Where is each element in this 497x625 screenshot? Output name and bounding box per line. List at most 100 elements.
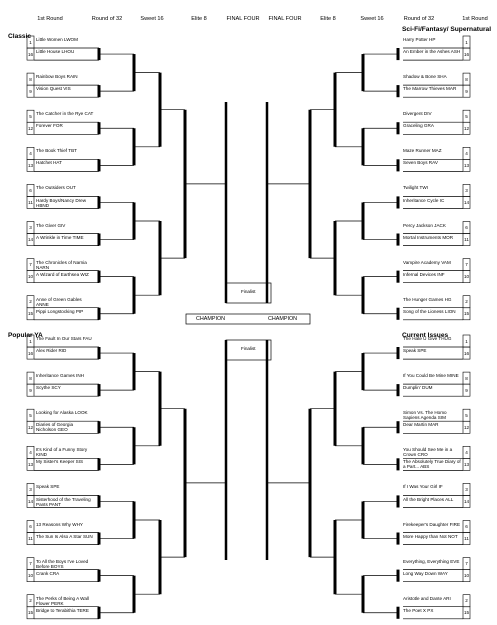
team-name[interactable]: Little Women LWOM [36, 37, 78, 42]
team-name[interactable]: Song of the Lioness LION [403, 308, 456, 314]
seed-box [26, 495, 35, 508]
team-name[interactable]: Inheritance Cycle IC [403, 197, 445, 203]
team-name[interactable]: Mortal Instruments MOR [403, 234, 454, 240]
seed-box [462, 270, 471, 284]
seed-box [26, 196, 35, 209]
seed-number: 13 [463, 162, 470, 168]
seed-number: 3 [29, 486, 32, 492]
team-name[interactable]: Forever FOR [36, 123, 63, 129]
team-name[interactable]: Looking for Alaska LOOK [36, 410, 88, 416]
seed-box [462, 307, 471, 321]
team-name[interactable]: The Book Thief TBT [36, 148, 77, 154]
seed-number: 5 [29, 412, 32, 418]
team-name[interactable]: Pippi Longstocking PIP [36, 308, 84, 314]
seed-number: 11 [464, 237, 469, 243]
team-name[interactable]: Seven Boys RAV [403, 160, 438, 166]
seed-box [462, 383, 471, 397]
team-name[interactable]: Aristotle and Dante ARI [403, 595, 451, 601]
team-name[interactable]: Long Way Down WAY [403, 570, 448, 576]
team-name[interactable]: Harry Potter HP [403, 37, 436, 42]
team-name[interactable]: Alex Rider RID [36, 348, 67, 354]
seed-number: 16 [463, 51, 470, 57]
team-name[interactable]: The Giver GIV [36, 222, 66, 228]
seed-number: 8 [29, 76, 32, 82]
seed-number: 1 [465, 39, 468, 45]
seed-number: 1 [465, 338, 468, 344]
team-name[interactable]: Simon Vs. The Homo Sapiens Agenda SIM [403, 410, 447, 421]
team-name[interactable]: An Ember in the Ashes ASH [403, 49, 461, 55]
seed-number: 5 [465, 412, 468, 418]
seed-number: 13 [27, 461, 34, 467]
round-header: Sweet 16 [360, 16, 384, 22]
team-name[interactable]: Vision Quest VIS [36, 86, 71, 92]
team-name[interactable]: Shadow & Bone SHA [403, 74, 447, 80]
team-name[interactable]: Everything, Everything EVE [403, 558, 460, 564]
team-name[interactable]: The Absolutely True Diary of a Part... A… [403, 459, 461, 470]
seed-box [462, 47, 471, 61]
team-name[interactable]: Speak SPE [403, 348, 427, 354]
team-name[interactable]: Hatchet HAT [36, 160, 62, 166]
team-name[interactable]: Vampire Academy VAM [403, 259, 451, 265]
team-name[interactable]: Sisterhood of the Traveling Pants PANT [36, 496, 91, 507]
team-name[interactable]: Dumplin' DUM [403, 385, 433, 391]
team-name[interactable]: Graceling GRA [403, 123, 434, 129]
team-name[interactable]: Rainbow Boys RAIN [36, 74, 78, 80]
team-name[interactable]: A Wizard of Earthsea WIZ [36, 271, 89, 277]
team-name[interactable]: The Poet X PX [403, 607, 434, 613]
seed-box [462, 122, 471, 135]
team-name[interactable]: Speak SPE [36, 484, 60, 490]
team-name[interactable]: Maze Runner MAZ [403, 148, 442, 154]
team-name[interactable]: 13 Reasons Why WHY [36, 521, 83, 527]
team-name[interactable]: Scythe SCY [36, 385, 61, 391]
seed-number: 5 [465, 113, 468, 119]
team-name[interactable]: You Should See Me in a Crown CRO [403, 447, 453, 458]
seed-number: 10 [27, 274, 34, 280]
team-name[interactable]: The Hunger Games HG [403, 296, 452, 302]
seed-box [462, 233, 471, 246]
seed-number: 11 [28, 536, 33, 542]
team-name[interactable]: Divergent DIV [403, 111, 432, 117]
finalist-label: Finalist [241, 346, 256, 351]
team-name[interactable]: More Happy than Not NOT [403, 533, 458, 539]
team-name[interactable]: A Wrinkle in Time TIME [36, 234, 84, 240]
seed-number: 9 [465, 88, 468, 94]
team-name[interactable]: Crank CRA [36, 570, 60, 576]
team-name[interactable]: Bridge to Terabithia TERE [36, 607, 89, 613]
seed-number: 8 [465, 76, 468, 82]
team-name[interactable]: The Perks of Being A Wall Flower PERK [36, 595, 89, 606]
team-name[interactable]: Dear Martin MAR [403, 422, 439, 428]
team-name[interactable]: Diaries of Georgia Nicholson GEO [36, 422, 74, 433]
team-name[interactable]: The Outsiders OUT [36, 185, 76, 191]
team-name[interactable]: Infernal Devices INF [403, 271, 445, 277]
team-name[interactable]: Anne of Green Gables ANNE [36, 296, 82, 307]
seed-number: 11 [28, 200, 33, 205]
team-name[interactable]: If You Could Be Mine MINE [403, 373, 459, 379]
team-name[interactable]: My Sister's Keeper SIS [36, 459, 84, 465]
team-name[interactable]: The Hate U Give THUG [403, 336, 452, 341]
team-name[interactable]: The Fault In Our Stars FAU [36, 336, 92, 341]
seed-number: 7 [465, 262, 468, 268]
team-name[interactable]: To All the Boys I've Loved Before BOYS [36, 558, 89, 569]
team-name[interactable]: Twilight TWI [403, 185, 428, 191]
seed-number: 7 [29, 561, 32, 567]
team-name[interactable]: The Catcher in the Rye CAT [36, 111, 94, 117]
team-name[interactable]: All the Bright Places ALL [403, 496, 454, 502]
seed-number: 15 [463, 610, 470, 616]
team-name[interactable]: The Sun Is Also A Star SUN [36, 533, 93, 539]
team-name[interactable]: Firekeeper's Daughter FIRE [403, 521, 461, 527]
team-name[interactable]: Hardy Boys/Nancy Drew HBND [36, 197, 87, 208]
team-name[interactable]: It's Kind of a Funny Story KIND [36, 447, 88, 458]
seed-box [26, 606, 35, 620]
team-name[interactable]: Percy Jackson JACK [403, 222, 446, 228]
seed-box [26, 47, 35, 61]
seed-box [462, 569, 471, 583]
team-name[interactable]: The Marrow Thieves MAR [403, 86, 457, 92]
team-name[interactable]: Little House LHOU [36, 49, 75, 55]
team-name[interactable]: The Chronicles of Narnia NARN [36, 259, 87, 270]
seed-number: 3 [465, 486, 468, 492]
seed-number: 13 [463, 461, 470, 467]
team-name[interactable]: Inheritance Games INH [36, 373, 84, 379]
seed-number: 15 [463, 311, 470, 317]
team-name[interactable]: If I Was Your Girl IF [403, 484, 443, 490]
